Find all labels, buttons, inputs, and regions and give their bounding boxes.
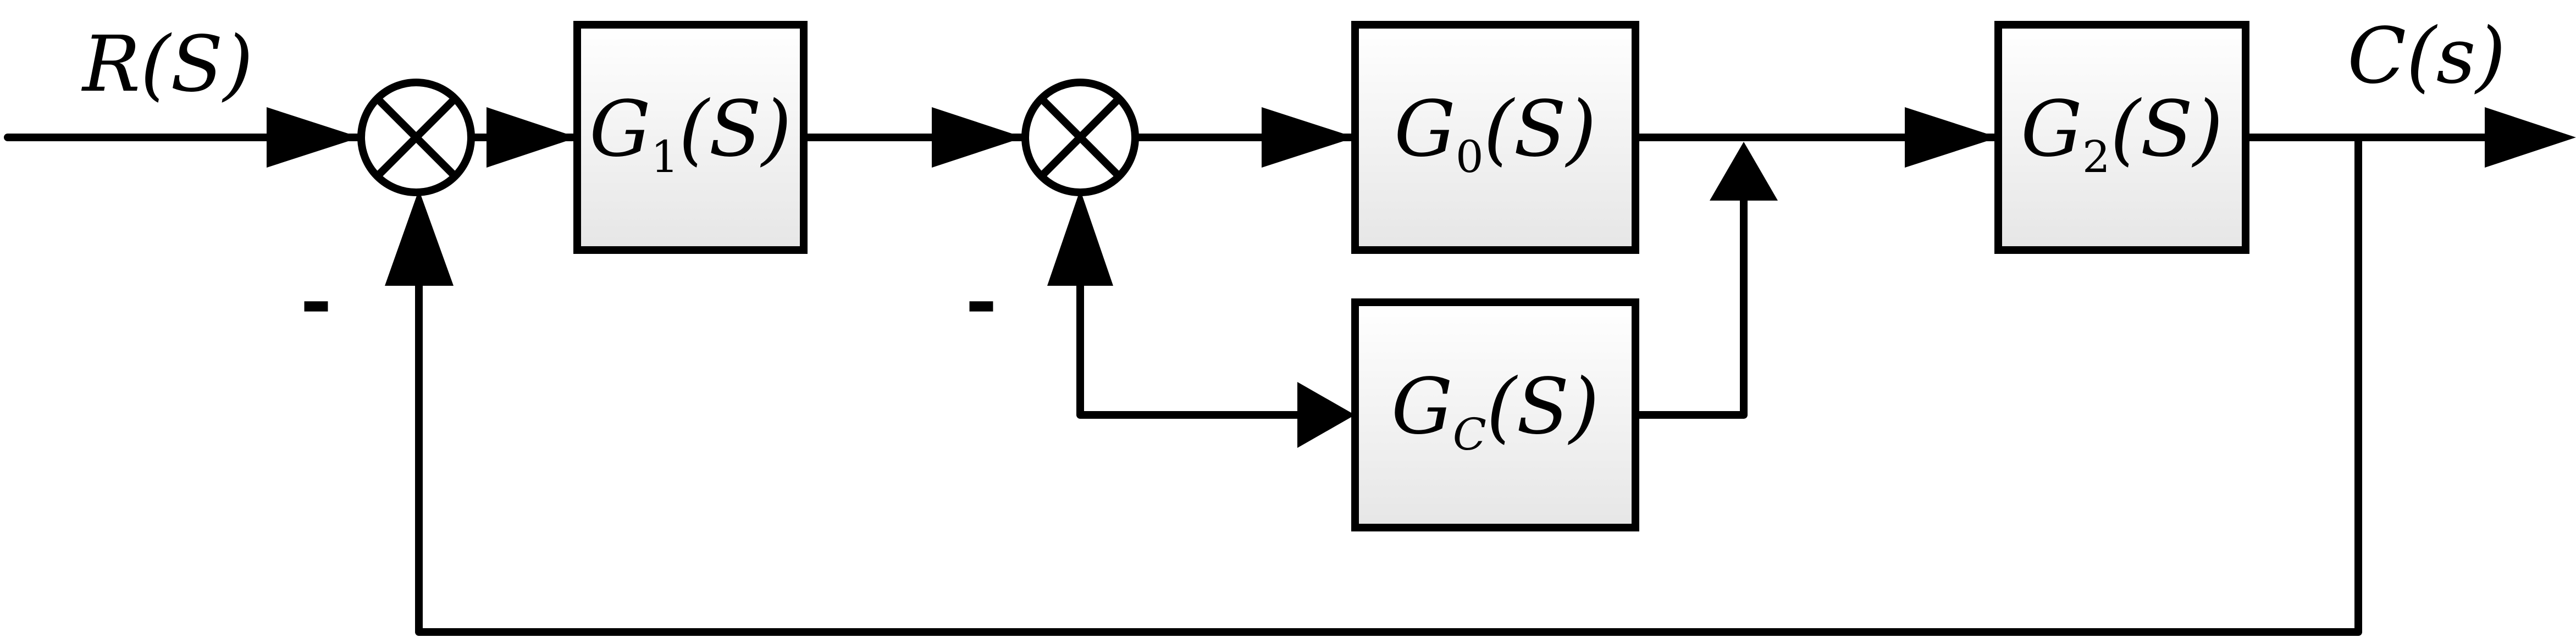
gc-to-junction-line: [1632, 189, 1748, 419]
block-g1-label: G1(S): [589, 85, 792, 182]
input-signal-label: R(S): [81, 20, 253, 109]
summing-junction-1: [357, 79, 475, 196]
outer-feedback-arrow: [385, 190, 454, 286]
block-gc: GC(S): [1351, 298, 1639, 531]
block-g0-label: G0(S): [1394, 85, 1596, 182]
input-arrow: [267, 107, 360, 168]
inner-feedback-arrow: [1047, 190, 1113, 286]
gc-in-arrow: [1297, 382, 1355, 448]
output-signal-label: C(s): [2347, 12, 2506, 101]
outer-feedback-sign: -: [300, 256, 332, 346]
block-g1: G1(S): [573, 21, 808, 254]
output-arrow: [2485, 107, 2576, 168]
inner-branch-line: [1076, 276, 1301, 419]
inner-feedback-sign: -: [965, 256, 997, 346]
sum1-out-arrow: [487, 107, 577, 168]
g1-out-arrow: [932, 107, 1024, 168]
block-g2: G2(S): [1994, 21, 2249, 254]
outer-feedback-line: [415, 134, 2362, 636]
block-gc-label: GC(S): [1391, 362, 1599, 460]
summing-junction-2: [1021, 79, 1139, 196]
g0-out-arrow: [1905, 107, 1998, 168]
gc-out-arrow: [1710, 142, 1778, 201]
block-g2-label: G2(S): [2021, 85, 2223, 182]
block-g0: G0(S): [1351, 21, 1639, 254]
sum2-out-arrow: [1262, 107, 1355, 168]
